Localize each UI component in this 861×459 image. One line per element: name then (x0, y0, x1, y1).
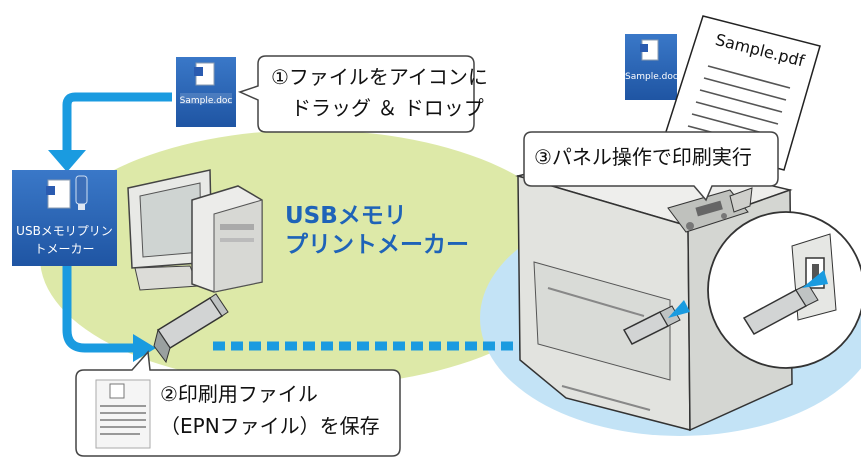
app-name-line1: USBメモリ (285, 203, 407, 229)
sample-doc-icon-right (625, 34, 677, 100)
flow-arrow (62, 92, 172, 353)
callout-step3 (523, 131, 779, 202)
callout-step2 (75, 350, 401, 457)
flow-arrow-top (62, 92, 172, 150)
epn-file-thumbnail (95, 379, 151, 449)
callout-step1 (237, 55, 475, 133)
usb-app-label-line2: トメーカー (34, 242, 95, 256)
sample-doc-label: Sample.doc (179, 96, 233, 106)
step2-text-line1: ②印刷用ファイル (160, 382, 318, 406)
small-arrow-printer (668, 300, 690, 318)
computer-illustration (127, 169, 263, 293)
sample-doc-label-right: Sample.doc (625, 72, 678, 82)
flow-arrowhead-right (133, 334, 156, 362)
usb-app-icon (12, 170, 117, 266)
port-zoom-circle (707, 211, 861, 369)
step1-text-line2: ドラッグ ＆ ドロップ (291, 96, 484, 120)
flow-arrow-bottom (62, 266, 135, 353)
app-name-line2: プリントメーカー (285, 232, 469, 258)
sample-doc-icon (176, 57, 236, 127)
usb-stick-left (153, 293, 229, 364)
flow-arrowhead-down (48, 150, 86, 172)
printer-illustration (515, 149, 793, 432)
step1-text-line1: ①ファイルをアイコンに (271, 65, 488, 89)
step3-text: ③パネル操作で印刷実行 (534, 145, 752, 169)
usb-app-label-line1: USBメモリプリン (16, 224, 113, 238)
step2-text-line2: （EPNファイル）を保存 (160, 414, 380, 438)
